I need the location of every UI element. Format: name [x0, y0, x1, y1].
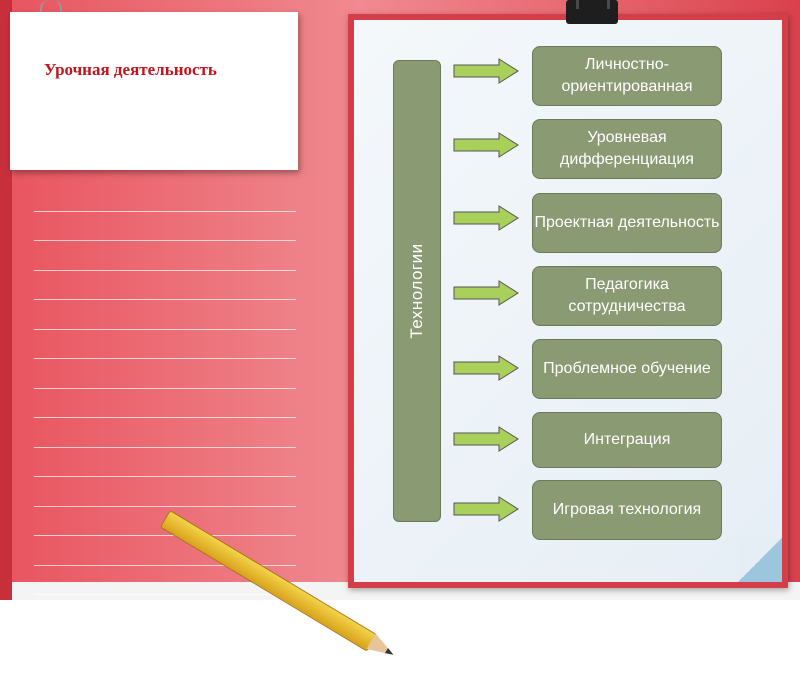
folder-spine: [0, 0, 12, 600]
arrow-icon: [453, 426, 519, 452]
root-label: Технологии: [407, 243, 426, 339]
arrow-icon: [453, 355, 519, 381]
tech-node-game: Игровая технология: [532, 480, 722, 540]
ruled-lines: [34, 182, 296, 595]
tech-node-cooperation: Педагогика сотрудничества: [532, 266, 722, 326]
title-note: Урочная деятельность: [10, 12, 298, 170]
page-title: Урочная деятельность: [44, 60, 217, 79]
arrow-icon: [453, 58, 519, 84]
arrow-icon: [453, 132, 519, 158]
tech-node-personal: Личностно-ориентированная: [532, 46, 722, 106]
tech-node-integration: Интеграция: [532, 412, 722, 468]
page-curl: [738, 538, 782, 582]
arrow-icon: [453, 205, 519, 231]
tech-node-problem: Проблемное обучение: [532, 339, 722, 399]
binder-clip-icon: [566, 0, 618, 24]
tech-node-differentiation: Уровневая дифференциация: [532, 119, 722, 179]
tech-node-project: Проектная деятельность: [532, 193, 722, 253]
root-node: Технологии: [393, 60, 441, 522]
arrow-icon: [453, 496, 519, 522]
arrow-icon: [453, 280, 519, 306]
